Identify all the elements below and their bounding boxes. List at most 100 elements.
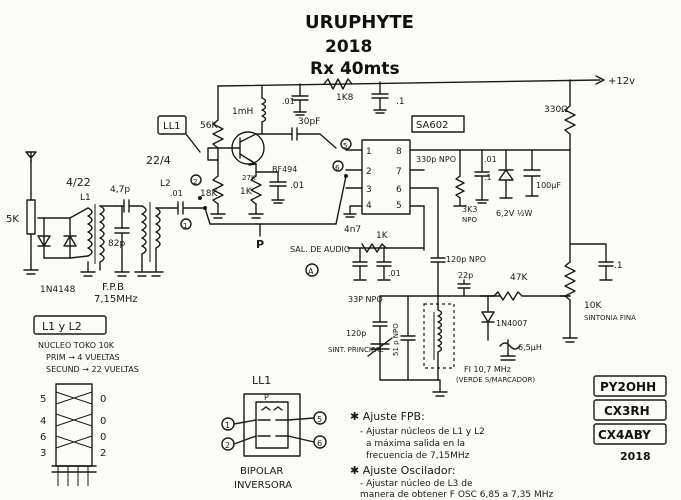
note-fpb-title: ✱ Ajuste FPB: (350, 410, 425, 423)
sintonia-label: SINTONIA FINA (584, 314, 636, 322)
r-1k-label: 1K (376, 231, 389, 241)
pot-5k-label: 5K (6, 214, 19, 225)
note-fpb-1: - Ajustar núcleos de L1 y L2 (360, 427, 485, 437)
r-1k-e-label: 1K (240, 187, 253, 197)
cap-30pf-label: 30pF (298, 117, 320, 127)
pin-4: 4 (366, 201, 372, 211)
cap-100uf-label: 100µF (536, 181, 561, 190)
switch-right-contacts: 5 6 (332, 138, 352, 225)
r-3k3-label: 3K3 (462, 205, 477, 214)
pin-left-1: 4 (40, 416, 46, 427)
stamp-year: 2018 (620, 450, 651, 463)
mark-6-b: 6 (317, 439, 322, 448)
pin-2: 2 (366, 167, 372, 177)
switch-left-contacts: 2 1 (180, 174, 337, 230)
l2-turns: 22/4 (146, 154, 171, 167)
pin-left-3: 3 (40, 448, 46, 459)
npo-a-label: NPO (462, 216, 477, 224)
r-1k8-label: 1K8 (336, 93, 354, 103)
cap-01-b-label: .01 (484, 155, 497, 164)
switch-name: LL1 (252, 374, 271, 387)
cap-120p-top-label: 120p NPO (446, 255, 486, 264)
cap-01-input-label: .01 (170, 189, 183, 198)
sal-audio-label: SAL. DE AUDIO (290, 245, 350, 254)
antenna (25, 151, 37, 201)
coil-former: 5 4 6 3 0 0 0 2 (40, 383, 106, 486)
switch-ll1-detail: LL1 1 2 5 6 P BIPOLAR INVERSORA (221, 374, 327, 491)
xtal-freq-label: FI 10,7 MHz (464, 365, 511, 374)
transistor-bf494: BF494 (207, 131, 297, 174)
cap-4n7-label: 4n7 (344, 225, 361, 235)
title-line-2: 2018 (325, 37, 372, 57)
audio-output: 1K .01 SAL. DE AUDIO A (290, 205, 425, 281)
bf494-label: BF494 (272, 165, 297, 174)
cap-22p-label: 22p (458, 271, 473, 280)
coil-note-core: NÚCLEO TOKO 10K (38, 339, 115, 350)
r-330: 330Ω (544, 79, 576, 151)
cap-01-e-label: .01 (290, 181, 304, 191)
diode-1n4007-label: 1N4007 (496, 319, 527, 328)
p-label: P (256, 238, 264, 251)
pin8-bypass: 330p NPO 3K3 NPO .01 6,2V ½W 100µF .1 (416, 149, 561, 224)
cap-30pf: 30pF (261, 117, 337, 149)
pin-5: 5 (396, 201, 402, 211)
choke-1mh: 1mH (232, 85, 267, 135)
mark-p-b: P (264, 393, 269, 402)
sal-audio-mark: A (308, 267, 314, 276)
protection-diodes: 1N4148 (37, 217, 77, 295)
coil-note: L1 y L2 NÚCLEO TOKO 10K PRIM → 4 VUELTAS… (33, 315, 139, 374)
cap-120p-label: 120p (346, 329, 366, 338)
coil-l1: 4/22 L1 (66, 176, 117, 271)
cap-82p: 82p (108, 205, 130, 263)
pin-left-2: 6 (40, 432, 46, 443)
note-osc-title: ✱ Ajuste Oscilador: (350, 464, 456, 477)
pin-right-3: 2 (100, 448, 106, 459)
cap-01-c-label: .01 (388, 269, 401, 278)
ic-sa602: SA602 1 2 3 4 5 6 7 8 (343, 115, 571, 218)
coil-note-box: L1 y L2 (42, 320, 82, 333)
note-fpb-2: a máxima salida en la (366, 439, 465, 449)
cap-330p-label: 330p NPO (416, 155, 456, 164)
l1-name: L1 (80, 193, 91, 203)
callsign-stamp: PY2OHH CX3RH CX4ABY 2018 (593, 375, 667, 463)
adjustment-notes: ✱ Ajuste FPB: - Ajustar núcleos de L1 y … (350, 410, 553, 500)
fpb-label: F.P.B (102, 282, 124, 293)
pin-8: 8 (396, 147, 402, 157)
mark-2-a: 2 (193, 178, 197, 186)
r-330-label: 330Ω (544, 105, 568, 115)
diodes-label: 1N4148 (40, 285, 76, 295)
pin-1: 1 (366, 147, 372, 157)
input-grounds (23, 261, 164, 277)
r-18k-label: 18K (200, 189, 218, 199)
l1-turns: 4/22 (66, 176, 91, 189)
r-47k-label: 47K (510, 273, 528, 283)
mark-5-b: 5 (317, 415, 322, 424)
oscillator: 120p NPO 22p 47K 1N4007 33P NPO 120p SIN… (328, 187, 571, 397)
switch-caption-1: BIPOLAR (240, 466, 283, 477)
cap-01-top: .01 (282, 83, 309, 116)
zener-label: 6,2V ½W (496, 209, 532, 218)
mark-5-a: 5 (343, 142, 347, 150)
ind-6u5-label: 6,5µH (518, 343, 542, 352)
emitter-network: 1K 27K .01 (240, 163, 304, 219)
pin-6: 6 (396, 185, 402, 195)
coil-note-second: SECUND → 22 VUELTAS (46, 365, 139, 374)
mark-2-b: 2 (225, 441, 230, 450)
mark-6-a: 6 (335, 164, 340, 172)
choke-label: 1mH (232, 107, 253, 117)
r-56k: 56K (200, 85, 224, 161)
pin-3: 3 (366, 185, 372, 195)
cap-1-right-label: .1 (614, 261, 623, 271)
cap-33p-label: 33P NPO (348, 295, 383, 304)
sa602-label: SA602 (416, 120, 448, 131)
supply-rail: +12v (217, 75, 635, 87)
cap-01-top-label: .01 (282, 97, 295, 106)
coil-note-prim: PRIM → 4 VUELTAS (46, 353, 120, 362)
mark-1-b: 1 (225, 421, 230, 430)
cap-1-top: .1 (371, 81, 405, 114)
cap-01-input: .01 (170, 189, 195, 215)
pin-right-0: 0 (100, 394, 106, 405)
cap-1-b-label: .1 (484, 173, 492, 182)
